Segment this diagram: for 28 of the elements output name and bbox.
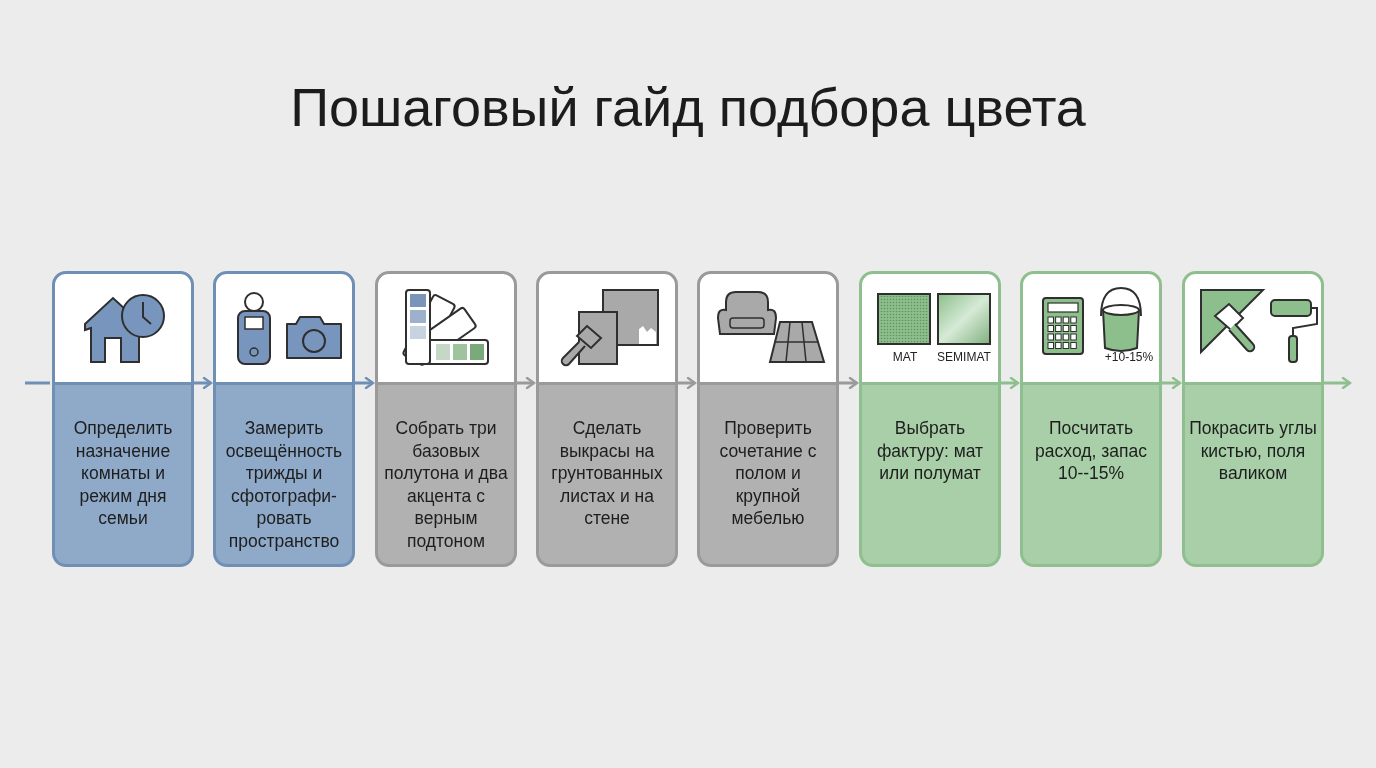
- step-card: [536, 271, 678, 567]
- step-text: Собрать три базовых полутона и два акцента с верным подтоном: [383, 417, 509, 553]
- step-card: [52, 271, 194, 567]
- step-card: [697, 271, 839, 567]
- arrow: [839, 376, 859, 390]
- step-text: Проверить сочетание с полом и крупной мебелью: [718, 417, 818, 530]
- step-text: Сделать выкрасы на грунтованных листах и на стене: [550, 417, 664, 530]
- icon-caption: SEMIMAT: [937, 350, 991, 364]
- arrow: [194, 376, 213, 390]
- step-card: [1020, 271, 1162, 567]
- arrow: [1162, 376, 1182, 390]
- step-card: [213, 271, 355, 567]
- step-text: Определить назначение комнаты и режим дня семьи: [72, 417, 174, 530]
- step-card: [859, 271, 1001, 567]
- icon-caption: MAT: [892, 350, 918, 364]
- step-text: Посчитать расход, запас 10--15%: [1034, 417, 1148, 485]
- arrow: [1324, 376, 1352, 390]
- step-text: Выбрать фактуру: мат или полумат: [875, 417, 985, 485]
- step-text: Покрасить углы кистью, поля валиком: [1188, 417, 1318, 485]
- arrow: [1001, 376, 1020, 390]
- step-text: Замерить освещённость трижды и сфотографи- ровать пространство: [224, 417, 344, 553]
- step-card: [375, 271, 517, 567]
- step-card: [1182, 271, 1324, 567]
- arrow: [517, 376, 536, 390]
- title: Пошаговый гайд подбора цвета: [289, 76, 1087, 138]
- icon-caption: +10-15%: [1104, 350, 1154, 364]
- arrow: [355, 376, 375, 390]
- arrow: [678, 376, 697, 390]
